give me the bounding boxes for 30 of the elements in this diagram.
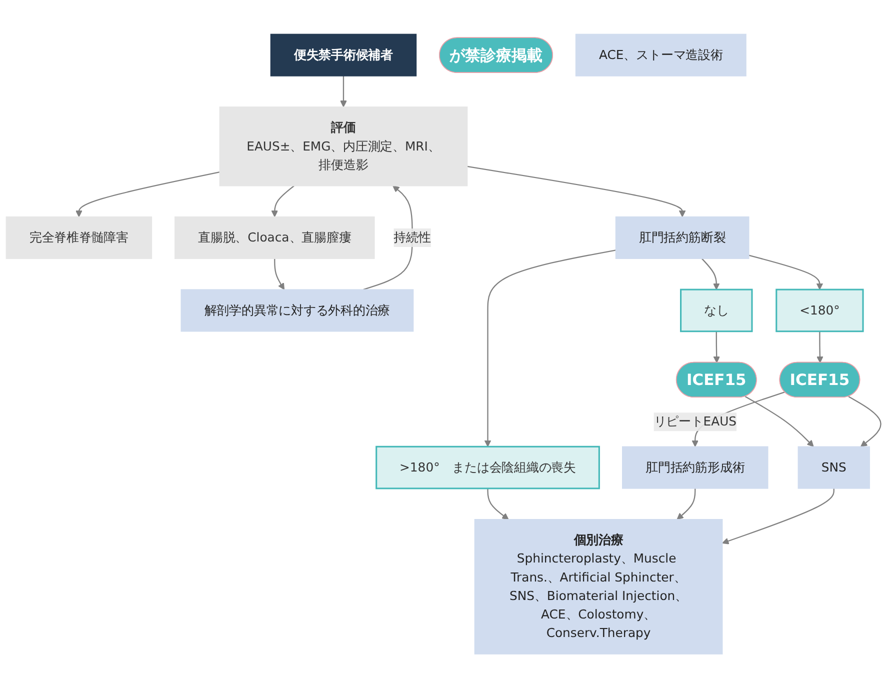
- node-box: ACE、ストーマ造設術: [575, 34, 746, 76]
- arrow: [722, 488, 834, 544]
- arrow: [340, 76, 347, 108]
- arrow: [484, 249, 616, 447]
- node-box: 便失禁手術候補者: [270, 34, 417, 76]
- arrow: [701, 258, 720, 290]
- arrow: [467, 166, 686, 218]
- edge-label: 持続性: [394, 230, 431, 245]
- node-box: 直腸脱、Cloaca、直腸膣瘻: [174, 216, 375, 259]
- arrow: [748, 254, 824, 290]
- node-box: 個別治療 Sphincteroplasty、Muscle Trans.、Artificial Sphincter、SNS、Biomaterial Injection、ACE、Colostomy、Conserv.Therapy: [474, 518, 723, 654]
- node-box: 肛門括約筋形成術: [622, 446, 768, 489]
- arrow: [487, 488, 509, 520]
- arrow: [76, 171, 220, 218]
- node-box: 解剖学的異常に対する外科的治療: [180, 289, 414, 332]
- node-box: <180°: [776, 288, 864, 332]
- arrow: [271, 185, 294, 218]
- node-box: 評価 EAUS±、EMG、内圧測定、MRI、排便造影: [219, 106, 468, 186]
- node-box: 肛門括約筋断裂: [615, 216, 750, 259]
- arrow: [274, 258, 285, 290]
- node-box: 完全脊椎脊髄障害: [6, 216, 152, 259]
- arrow: [713, 331, 720, 363]
- arrow: [744, 396, 814, 447]
- arrow: [848, 396, 882, 447]
- node-box: なし: [680, 288, 753, 332]
- edge-label: リピートEAUS: [654, 414, 736, 429]
- arrow: [816, 331, 824, 363]
- node-box: >180° または会陰組織の喪失: [376, 446, 600, 490]
- node-box: SNS: [798, 446, 870, 489]
- arrow: [676, 488, 696, 520]
